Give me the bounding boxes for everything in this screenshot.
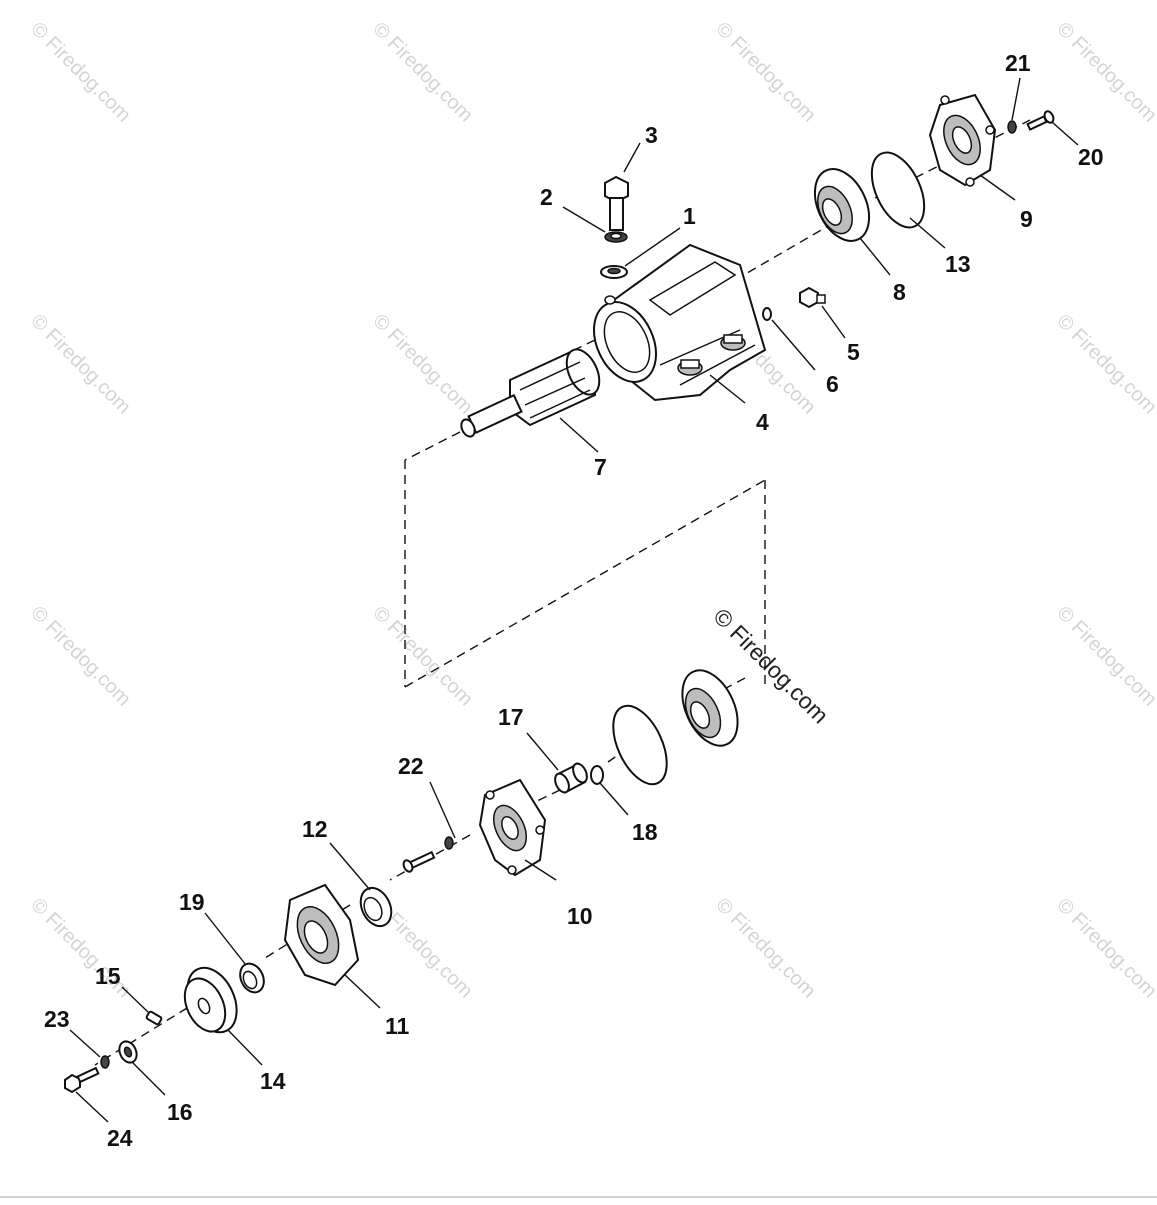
watermark-tile: © Firedog.com [368, 310, 477, 419]
part-12-seal [359, 886, 393, 928]
watermark-tile: © Firedog.com [368, 602, 477, 711]
watermark-tile: © Firedog.com [1052, 18, 1157, 127]
callout-19: 19 [179, 889, 205, 915]
part-3-bolt [604, 175, 629, 231]
part-1-flat-washer [600, 265, 628, 279]
assembly-centerlines [94, 119, 1031, 1066]
callout-8: 8 [893, 279, 906, 305]
part-2-lock-washer [604, 231, 628, 243]
callout-24: 24 [107, 1125, 133, 1151]
part-13-o-ring [870, 151, 926, 229]
part-19-spacer [239, 962, 265, 994]
callout-23: 23 [44, 1006, 70, 1032]
callout-1: 1 [683, 203, 696, 229]
callout-9: 9 [1020, 206, 1033, 232]
callout-3: 3 [645, 122, 658, 148]
leader-lines [69, 77, 1079, 1123]
watermark-tile: © Firedog.com [1052, 310, 1157, 419]
callout-14: 14 [260, 1068, 286, 1094]
callout-labels: 1 2 3 4 5 6 7 8 9 10 11 12 13 14 15 16 1… [44, 50, 1104, 1151]
watermark-tile: © Firedog.com [1052, 894, 1157, 1003]
bearing-lower [681, 669, 739, 747]
callout-13: 13 [945, 251, 971, 277]
callout-17: 17 [498, 704, 524, 730]
callout-4: 4 [756, 409, 769, 435]
watermark-tile: © Firedog.com [1052, 602, 1157, 711]
callout-7: 7 [594, 454, 607, 480]
callout-5: 5 [847, 339, 860, 365]
watermark-tile: © Firedog.com [26, 602, 135, 711]
part-6-o-ring [762, 307, 772, 321]
callout-6: 6 [826, 371, 839, 397]
part-10-end-cover [478, 778, 547, 877]
bottom-rule [0, 1196, 1157, 1198]
part-17-bushing [554, 762, 588, 794]
callout-16: 16 [167, 1099, 193, 1125]
callout-20: 20 [1078, 144, 1104, 170]
callout-11: 11 [385, 1013, 410, 1039]
part-5-plug-bolt [799, 286, 826, 309]
part-8-bearing [813, 168, 871, 242]
part-22-lock-washer [444, 836, 454, 850]
o-ring-lower [612, 704, 668, 786]
part-11-flange [283, 883, 360, 987]
callout-10: 10 [567, 903, 593, 929]
watermark-tile: © Firedog.com [711, 18, 820, 127]
part-7-shaft [460, 348, 601, 438]
part-23-lock-washer [100, 1055, 110, 1069]
part-4-housing [593, 243, 767, 402]
watermark-tile: © Firedog.com [26, 18, 135, 127]
callout-15: 15 [95, 963, 121, 989]
part-16-washer [118, 1040, 138, 1064]
part-24-bolt [64, 1066, 100, 1094]
part-9-end-cover [928, 93, 997, 187]
callout-21: 21 [1005, 50, 1031, 76]
part-18-o-ring [590, 765, 604, 785]
watermark-tile: © Firedog.com [26, 310, 135, 419]
screw-lower [402, 850, 436, 873]
part-20-screw [1026, 110, 1055, 131]
callout-22: 22 [398, 753, 424, 779]
callout-12: 12 [302, 816, 328, 842]
part-14-pulley [183, 966, 238, 1034]
part-21-lock-washer [1007, 120, 1017, 134]
callout-18: 18 [632, 819, 658, 845]
watermark-tile: © Firedog.com [368, 18, 477, 127]
part-15-key [145, 1010, 163, 1026]
watermark-tile: © Firedog.com [711, 894, 820, 1003]
callout-2: 2 [540, 184, 553, 210]
